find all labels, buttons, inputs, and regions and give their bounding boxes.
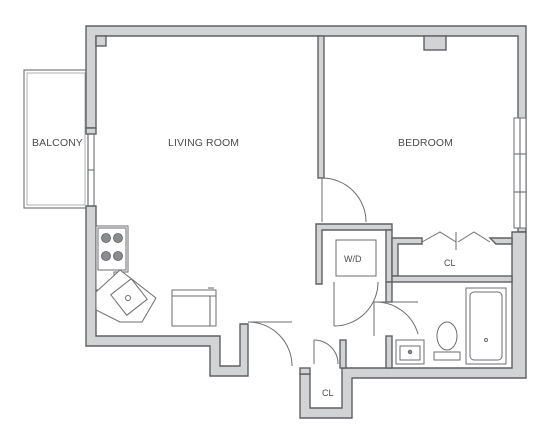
entry-closet-label: CL [322, 388, 334, 398]
wd-wall [315, 223, 393, 285]
bathroom [395, 287, 507, 365]
entry-closet-wall [299, 367, 311, 375]
stove-icon [97, 227, 127, 271]
bedroom-window [513, 117, 527, 229]
hall-wall [339, 339, 347, 369]
bath-left-wall-lower [385, 335, 393, 369]
wall-bump [423, 35, 447, 51]
washer-dryer-icon [335, 239, 377, 277]
wd-right-wall [385, 229, 393, 283]
closet-bath-wall [391, 275, 513, 283]
toilet-icon [436, 321, 458, 351]
balcony-label: BALCONY [32, 137, 83, 149]
balcony [23, 69, 89, 209]
balcony-door [87, 134, 95, 206]
top-wall [85, 25, 527, 233]
closet-top-wall-right [488, 237, 513, 245]
washer-dryer [335, 239, 377, 277]
doors [247, 177, 491, 367]
living-room-label: LIVING ROOM [168, 137, 239, 149]
bath-left-wall [385, 281, 393, 303]
wall-stub [85, 127, 97, 135]
left-wall [85, 205, 249, 377]
room-labels: BALCONY LIVING ROOM BEDROOM W/D CL CL [32, 137, 456, 398]
refrigerator-icon [171, 289, 217, 327]
bedroom-closet-label: CL [444, 258, 456, 268]
interior-walls [299, 35, 513, 375]
wall-bump [95, 35, 107, 47]
wd-label: W/D [344, 254, 362, 264]
bedroom-label: BEDROOM [398, 137, 453, 149]
closet-top-wall [391, 237, 423, 277]
toilet-tank [433, 351, 461, 361]
partition-wall [317, 35, 325, 179]
kitchen [95, 225, 217, 327]
